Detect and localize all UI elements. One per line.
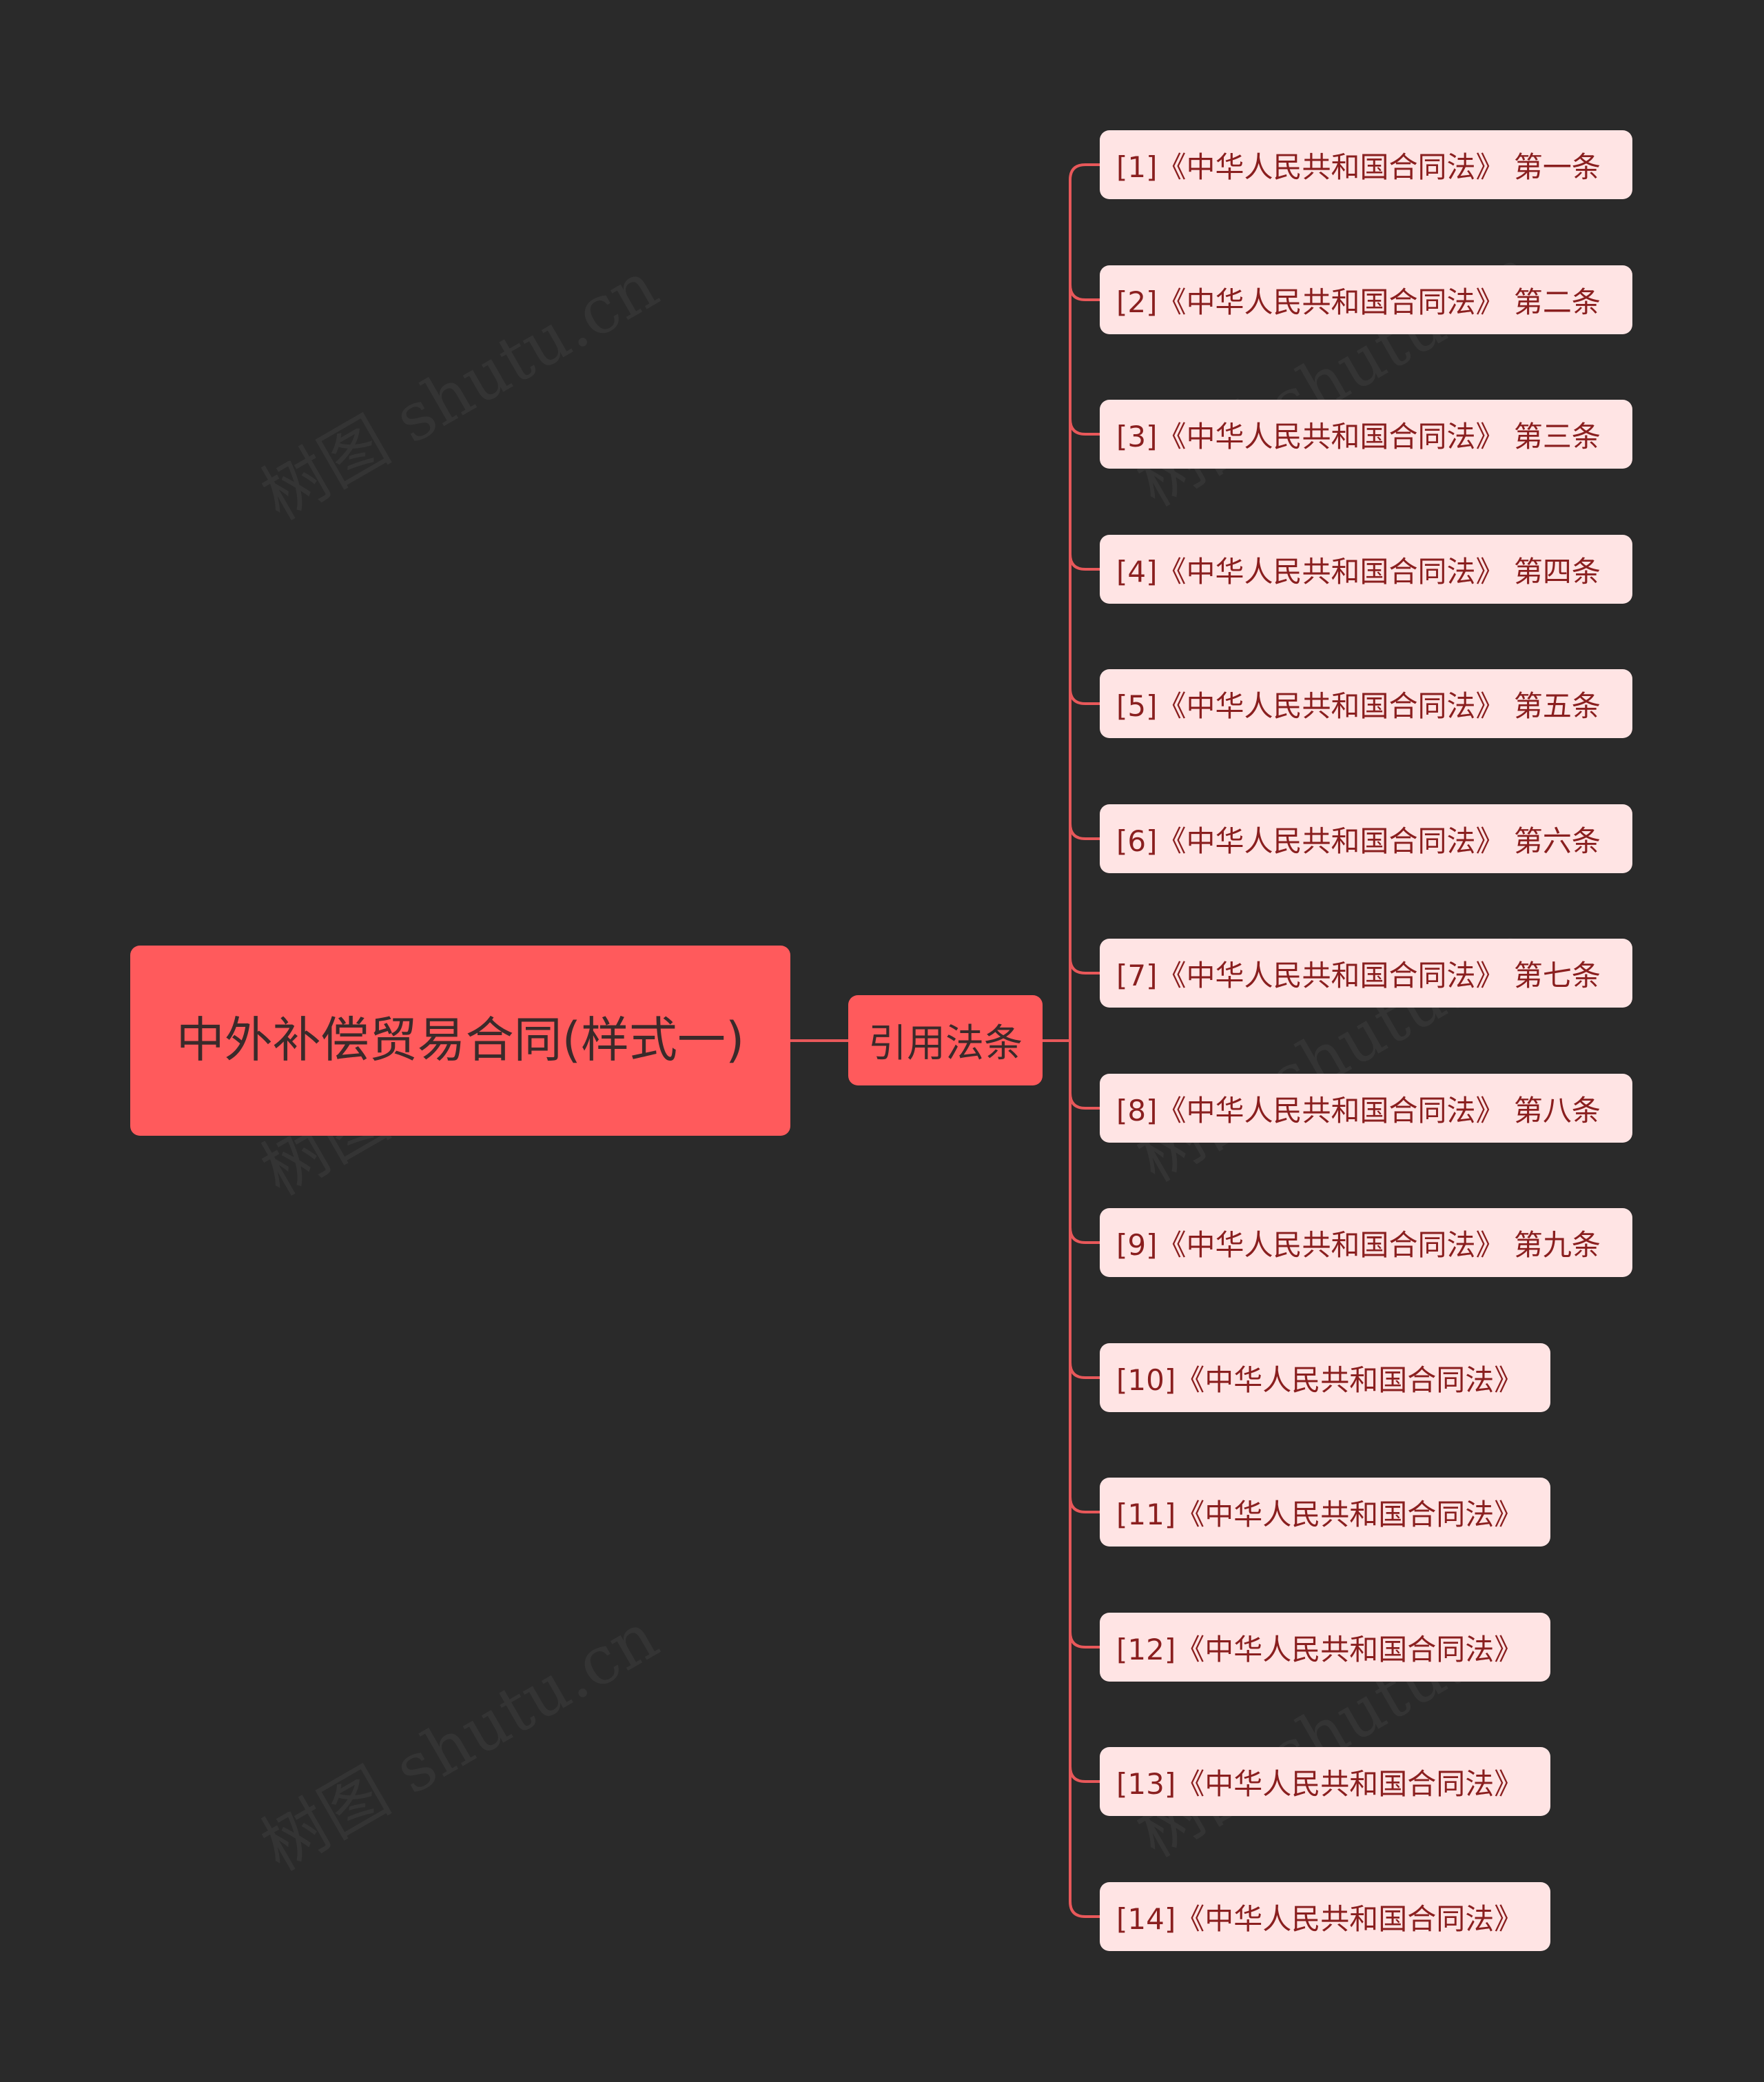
leaf-label: [9]《中华人民共和国合同法》 第九条 [1116,1227,1601,1262]
leaf-connector-line [1069,1092,1100,1110]
leaf-label: [5]《中华人民共和国合同法》 第五条 [1116,688,1601,723]
leaf-label: [6]《中华人民共和国合同法》 第六条 [1116,824,1601,858]
leaf-connector-line [1069,1227,1100,1244]
branch-topic-node[interactable]: 引用法条 [848,995,1043,1085]
leaf-connector-line [1069,284,1100,301]
leaf-connector-line [1069,1901,1100,1918]
leaf-node[interactable]: [6]《中华人民共和国合同法》 第六条 [1100,804,1632,873]
leaf-node[interactable]: [10]《中华人民共和国合同法》 [1100,1343,1550,1412]
root-topic-node[interactable]: 中外补偿贸易合同(样式一) [130,946,790,1136]
leaf-node[interactable]: [1]《中华人民共和国合同法》 第一条 [1100,130,1632,199]
leaf-node[interactable]: [11]《中华人民共和国合同法》 [1100,1478,1550,1547]
leaf-connector-line [1069,1496,1100,1513]
leaf-label: [7]《中华人民共和国合同法》 第七条 [1116,958,1601,992]
root-topic-label: 中外补偿贸易合同(样式一) [176,1012,745,1069]
leaf-node[interactable]: [13]《中华人民共和国合同法》 [1100,1747,1550,1816]
leaf-node[interactable]: [14]《中华人民共和国合同法》 [1100,1882,1550,1951]
leaf-label: [1]《中华人民共和国合同法》 第一条 [1116,150,1601,184]
leaf-label: [11]《中华人民共和国合同法》 [1116,1497,1524,1531]
leaf-connector-line [1069,1766,1100,1783]
leaf-node[interactable]: [4]《中华人民共和国合同法》 第四条 [1100,535,1632,604]
leaf-label: [2]《中华人民共和国合同法》 第二条 [1116,285,1601,319]
leaf-connector-line [1069,553,1100,571]
leaf-connector-line [1069,163,1100,181]
leaf-connector-line [1069,1362,1100,1379]
leaf-label: [4]《中华人民共和国合同法》 第四条 [1116,554,1601,589]
leaf-node[interactable]: [2]《中华人民共和国合同法》 第二条 [1100,265,1632,334]
leaf-node[interactable]: [8]《中华人民共和国合同法》 第八条 [1100,1074,1632,1143]
leaf-node[interactable]: [3]《中华人民共和国合同法》 第三条 [1100,400,1632,469]
leaf-label: [8]《中华人民共和国合同法》 第八条 [1116,1093,1601,1127]
branch-topic-label: 引用法条 [868,1021,1023,1066]
leaf-label: [14]《中华人民共和国合同法》 [1116,1901,1524,1936]
leaf-label: [10]《中华人民共和国合同法》 [1116,1363,1524,1397]
leaf-connector-line [1069,957,1100,974]
leaf-connector-line [1069,418,1100,436]
leaf-node[interactable]: [9]《中华人民共和国合同法》 第九条 [1100,1208,1632,1277]
leaf-node[interactable]: [5]《中华人民共和国合同法》 第五条 [1100,669,1632,738]
leaf-node[interactable]: [12]《中华人民共和国合同法》 [1100,1613,1550,1682]
leaf-connector-line [1069,1631,1100,1649]
leaf-node[interactable]: [7]《中华人民共和国合同法》 第七条 [1100,939,1632,1008]
leaf-label: [3]《中华人民共和国合同法》 第三条 [1116,419,1601,453]
leaf-connector-line [1069,823,1100,840]
leaf-label: [12]《中华人民共和国合同法》 [1116,1632,1524,1666]
leaf-connector-line [1069,688,1100,705]
leaf-label: [13]《中华人民共和国合同法》 [1116,1766,1524,1801]
